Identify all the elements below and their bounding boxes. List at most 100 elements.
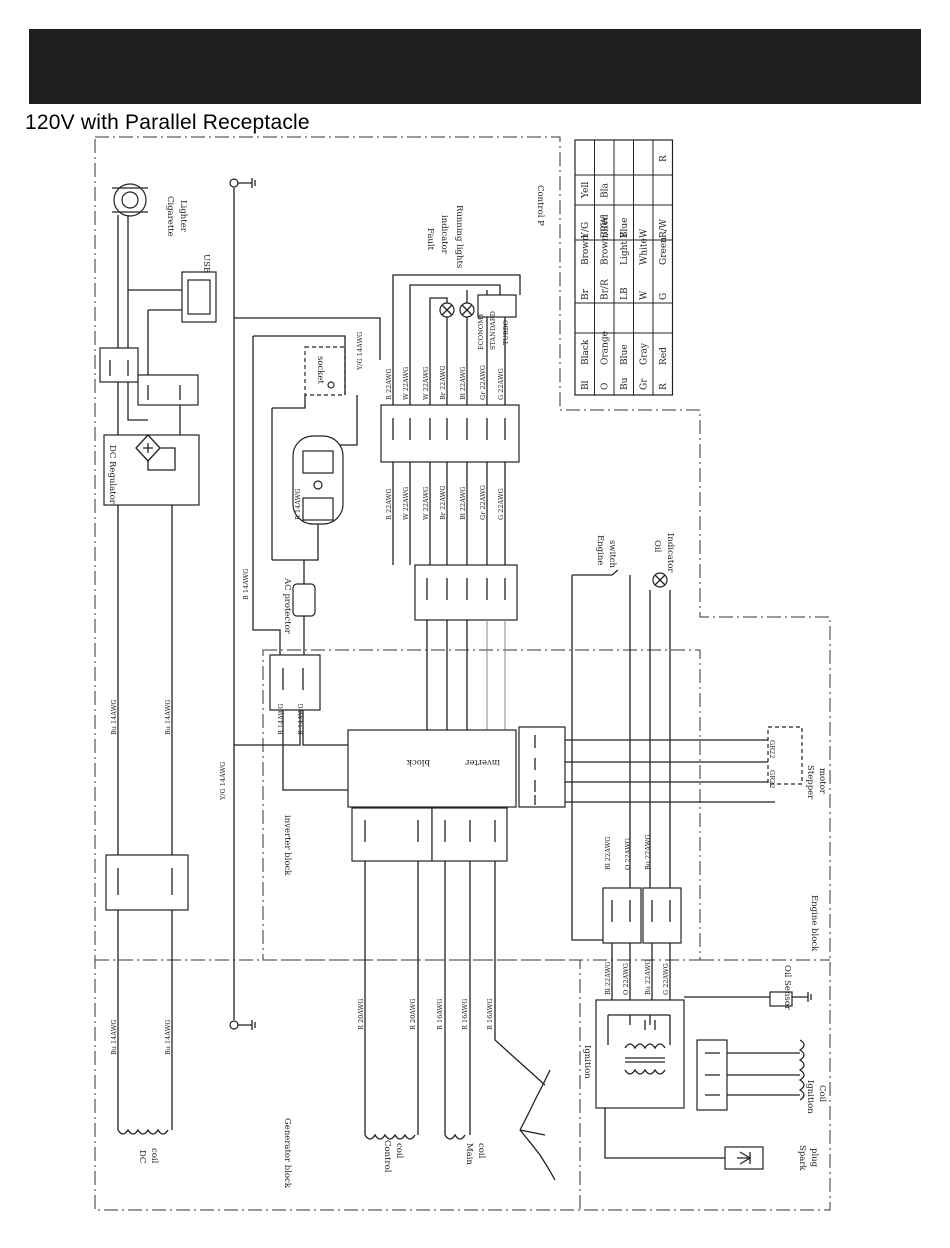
- wire-label-bu-14-b: Bu 14AWG: [164, 699, 172, 735]
- wire-label-r-14-a: R 14AWG: [294, 488, 302, 520]
- legend-code: Bl: [581, 380, 591, 390]
- wl-bl22-mid: Bl 22AWG: [459, 487, 467, 521]
- wl-w22-mid-b: W 22AWG: [422, 487, 430, 520]
- dc-regulator-label: DC Regulator: [107, 445, 117, 505]
- socket-label: socket: [315, 356, 325, 384]
- inverter-block-label: inverter block: [282, 815, 292, 876]
- legend-color-name: Bla: [601, 183, 611, 198]
- legend-code: LB: [620, 287, 630, 300]
- wire-label-r-16-b: R 16AWG: [461, 998, 469, 1030]
- wl-w22-mid: W 22AWG: [402, 487, 410, 520]
- legend-color-name: Black: [581, 339, 591, 365]
- wl-bl22-ign: Bl 22AWG: [604, 962, 612, 996]
- inverter-module: inverter block: [347, 729, 517, 808]
- wl-w22-top: W 22AWG: [402, 367, 410, 400]
- legend-code: R: [659, 155, 669, 162]
- wire-label-b-14: B 14AWG: [242, 569, 250, 600]
- wl-r22-mid: R 22AWG: [385, 488, 393, 520]
- usb-label: USB: [201, 254, 211, 273]
- dc-regulator: DC Regulator: [103, 434, 200, 506]
- wire-label-bu-22-eng: Bu 22AWG: [644, 834, 652, 870]
- wire-label-yg-14-a: Y/G 14AWG: [219, 762, 227, 801]
- inverter-label: inverter: [464, 757, 500, 767]
- legend-code: Br/R: [601, 279, 611, 300]
- socket-area: socket Y/G 14AWG R 14AWG: [252, 332, 364, 655]
- header-banner: [29, 29, 921, 104]
- wl-o22-ign: O 22AWG: [622, 963, 630, 995]
- wire-label-bu-14-d: Bu 14AWG: [164, 1019, 172, 1055]
- legend-color-name: Brown/Red: [601, 214, 611, 265]
- wire-label-gr22-a: GR22: [768, 740, 776, 758]
- legend-color-name: White: [640, 238, 650, 265]
- oil-indicator-label-1: Oil: [652, 540, 662, 553]
- legend-code: R/W: [659, 218, 669, 238]
- legend-code: Y: [620, 231, 630, 239]
- usb-port: USB: [181, 254, 217, 323]
- wl-bl22-top: Bl 22AWG: [459, 367, 467, 401]
- wire-label-gr22-b: GR22: [768, 770, 776, 788]
- oil-indicator-label-2: Indicator: [665, 533, 675, 573]
- legend-color-name: Brown: [581, 235, 591, 265]
- output-connector: R 20AWG R 20AWG R 16AWG R 16AWG R 16AWG: [351, 807, 546, 1135]
- legend-code: W: [640, 228, 650, 238]
- cigarette-label-2: Lighter: [178, 200, 188, 233]
- control-coil-label-1: Control: [382, 1140, 392, 1173]
- legend-color-name: Red: [659, 347, 669, 365]
- wire-label-yg-14-b: Y/G 14AWG: [356, 332, 364, 371]
- mid-connector: [414, 564, 518, 730]
- legend-color-name: Green: [659, 237, 669, 265]
- legend-color-name: Blue: [620, 344, 630, 365]
- legend-color-name: Yell: [581, 182, 591, 199]
- generator-coils: DC coil Control coil Main coil Generator…: [110, 699, 556, 1189]
- dc-coil-label-1: DC: [137, 1150, 147, 1163]
- fault-label-1: Fault: [425, 228, 435, 251]
- control-panel: Control P Fault indicator Running lights…: [380, 185, 545, 565]
- stepper-motor: Stepper motor GR22 GR22: [518, 726, 827, 808]
- control-p-label: Control P: [535, 185, 545, 226]
- ignition-label: Ignition: [582, 1045, 592, 1079]
- page-title: 120V with Parallel Receptacle: [25, 111, 310, 134]
- legend-code: Bl/W: [601, 215, 611, 238]
- main-coil-label-1: Main: [464, 1143, 474, 1165]
- main-coil-label-2: coil: [476, 1143, 486, 1159]
- fault-label-2: indicator: [439, 215, 449, 255]
- left-wiring: [117, 215, 182, 1130]
- legend-code: G: [659, 293, 669, 300]
- wl-g22-mid: G 22AWG: [497, 488, 505, 520]
- engine-switch-label-1: Engine: [595, 535, 605, 565]
- spark-plug-label-2: plug: [809, 1148, 819, 1168]
- ac-protector-label: AC protector: [282, 577, 292, 635]
- mode-economy: ECONOMY: [477, 312, 485, 350]
- wl-bu22-ign: Bu 22AWG: [644, 959, 652, 995]
- inverter-input-connector: B 14AWG R 14AWG inverter block: [269, 654, 348, 876]
- legend-code: Br: [581, 288, 591, 300]
- stepper-label-2: motor: [817, 768, 827, 795]
- legend-code: O: [601, 383, 611, 390]
- spark-plug-label-1: Spark: [797, 1145, 807, 1171]
- wire-label-o-22-eng: O 22AWG: [624, 838, 632, 870]
- generator-block-label: Generator block: [282, 1118, 292, 1189]
- fault-label-3: Running lights: [454, 205, 464, 268]
- dc-coil-label-2: coil: [149, 1148, 159, 1164]
- wire-label-b-14-b: B 14AWG: [277, 704, 285, 735]
- legend-code: Gr: [640, 378, 650, 390]
- mode-turbo: TURBO: [502, 320, 510, 345]
- engine-block-label: Engine block: [809, 895, 819, 952]
- wl-g22-ign: G 22AWG: [662, 963, 670, 995]
- color-legend: BlBlackOOrangeBuBlueGrGrayRRedBrBrownBr/…: [574, 139, 674, 396]
- legend-code: W: [640, 290, 650, 300]
- wire-label-bu-14-a: Bu 14AWG: [110, 699, 118, 735]
- wl-w22-top-b: W 22AWG: [422, 367, 430, 400]
- legend-color-name: Gray: [640, 342, 650, 365]
- stepper-label-1: Stepper: [805, 765, 815, 800]
- ignition-coil-label-1: Ignition: [805, 1080, 815, 1114]
- wire-label-bl-22-eng: Bl 22AWG: [604, 837, 612, 871]
- legend-color-name: Light Blue: [620, 217, 630, 265]
- wire-label-r-20-b: R 20AWG: [409, 998, 417, 1030]
- wl-br22-mid: Br 22AWG: [439, 485, 447, 520]
- legend-frame: [574, 139, 674, 396]
- mode-standard: STANDARD: [489, 311, 497, 350]
- block-outlines: [94, 136, 831, 1211]
- control-coil-label-2: coil: [394, 1143, 404, 1159]
